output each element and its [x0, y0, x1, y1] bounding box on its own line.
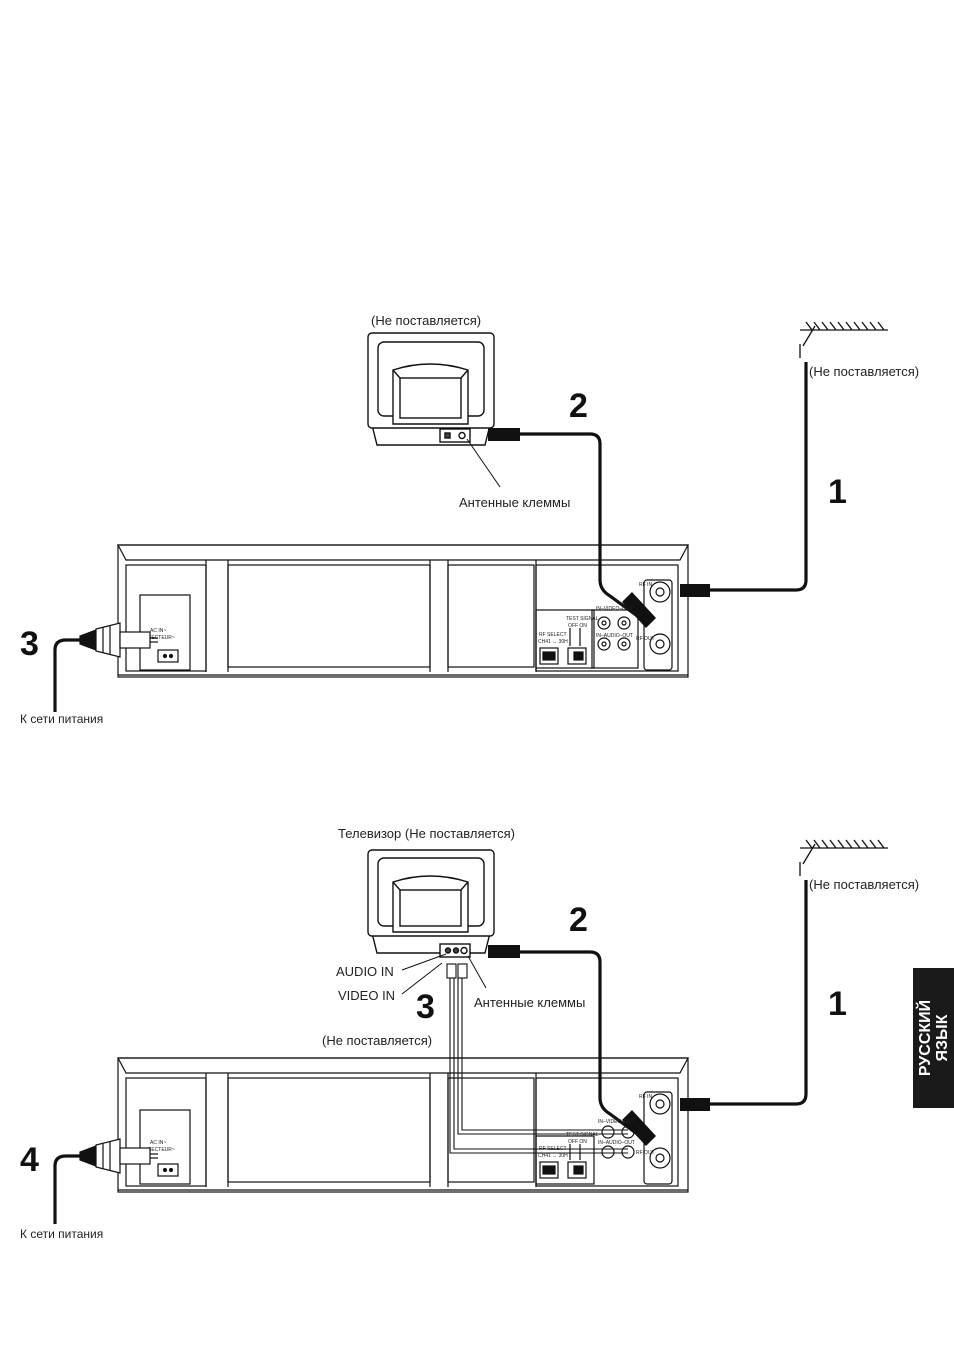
step-number-1: 1 [828, 985, 847, 1023]
mains-cable [53, 638, 82, 712]
plug-rf-in [680, 1098, 710, 1111]
language-tab-line1: РУССКИЙ [916, 999, 934, 1077]
step-number-4: 4 [20, 1141, 39, 1179]
rf-in-label: RF IN [639, 582, 652, 588]
rf-in-label: RF IN [639, 1094, 652, 1100]
ac-in-label: AC IN~ [150, 1140, 166, 1146]
terminal-pointer [466, 438, 501, 488]
mains-plug [79, 622, 158, 658]
panel-text: AC IN~ SECTEUR~ RF IN RF OUT IN–VIDEO–OU… [148, 1094, 655, 1159]
rf-out-label: RF OUT [636, 1150, 655, 1156]
panel-text: AC IN~ SECTEUR~ RF IN RF OUT IN–VIDEO–OU… [148, 582, 655, 645]
mains-cable [53, 1154, 82, 1224]
channels-label: CH41 ↔ 30H [538, 1153, 568, 1159]
ac-in-label: AC IN~ [150, 628, 166, 634]
language-tab-line2: ЯЗЫК [933, 1014, 951, 1062]
video-in-label: VIDEO IN [338, 988, 396, 1003]
tv-set [367, 849, 495, 958]
antenna-label-2: (Не поставляется) [809, 877, 920, 892]
plug-rf-out [622, 1110, 656, 1146]
mains-plug [79, 1138, 158, 1174]
secteur-label: SECTEUR~ [148, 635, 175, 641]
video-label: IN–VIDEO–OUT [596, 606, 633, 612]
cable-1 [708, 880, 808, 1106]
test-signal-label: TEST SIGNAL [566, 1132, 599, 1138]
tv-label-1: (Не поставляется) [371, 313, 482, 328]
cable-1 [708, 362, 808, 592]
language-tab: РУССКИЙ ЯЗЫК [913, 968, 954, 1108]
antenna-label-1: (Не поставляется) [809, 364, 920, 379]
video-label: IN–VIDEO–OUT [598, 1119, 635, 1125]
tv-label-2: Телевизор (Не поставляется) [338, 826, 515, 841]
audio-label: IN–AUDIO–OUT [596, 633, 633, 639]
secteur-label: SECTEUR~ [148, 1147, 175, 1153]
rf-select-label: RF SELECT [539, 1146, 567, 1152]
step-number-2: 2 [569, 387, 588, 425]
rf-out-label: RF OUT [636, 636, 655, 642]
audio-label: IN–AUDIO–OUT [598, 1140, 635, 1146]
step-number-1: 1 [828, 473, 847, 511]
plug-rf-out [622, 592, 656, 628]
test-signal-label: TEST SIGNAL [566, 616, 599, 622]
mains-label-2: К сети питания [20, 1227, 104, 1241]
language-tab-text: РУССКИЙ ЯЗЫК [917, 1000, 951, 1076]
diagram-1-drawing: AC IN~ SECTEUR~ RF IN RF OUT IN–VIDEO–OU… [53, 321, 888, 712]
plug-tv [488, 428, 520, 441]
antenna-terminals-label-2: Антенные клеммы [474, 995, 586, 1010]
vcr-rear-panel [117, 544, 689, 678]
step-number-3: 3 [20, 625, 39, 663]
wall-antenna [799, 321, 888, 358]
rf-select-label: RF SELECT [539, 632, 567, 638]
wall-antenna [799, 839, 888, 876]
off-on-label: OFF ON [568, 1139, 587, 1145]
diagram-2-drawing: AC IN~ SECTEUR~ RF IN RF OUT IN–VIDEO–OU… [53, 839, 888, 1224]
plug-rf-in [680, 584, 710, 597]
cable-2 [518, 950, 641, 1138]
vcr-rear-panel [117, 1057, 689, 1193]
plug-tv [488, 945, 520, 958]
cable-2 [518, 432, 641, 620]
audio-in-label: AUDIO IN [336, 964, 394, 979]
off-on-label: OFF ON [568, 623, 587, 629]
antenna-terminals-label-1: Антенные клеммы [459, 495, 571, 510]
tv-set [367, 332, 495, 446]
cable-label-2: (Не поставляется) [322, 1033, 433, 1048]
step-number-3: 3 [416, 988, 435, 1026]
channels-label: CH41 ↔ 30H [538, 639, 568, 645]
label-pointers [401, 953, 487, 995]
step-number-2: 2 [569, 901, 588, 939]
mains-label-1: К сети питания [20, 712, 104, 726]
